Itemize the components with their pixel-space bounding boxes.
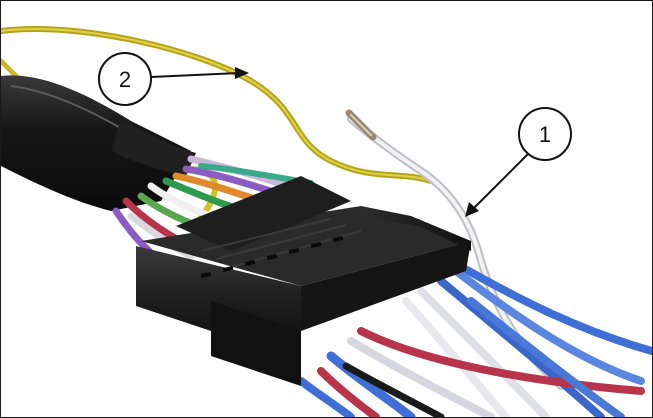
- callout-1: 1: [465, 107, 572, 217]
- callout-1-number: 1: [539, 122, 551, 147]
- connector-housing: [136, 176, 471, 386]
- wire-bundle-right: [297, 257, 652, 417]
- callout-2-arrowhead-icon: [235, 67, 249, 79]
- callout-1-arrowhead-icon: [465, 202, 479, 217]
- callout-2-number: 2: [119, 67, 131, 92]
- callout-2: 2: [98, 52, 249, 106]
- harness-sleeve: [1, 75, 196, 212]
